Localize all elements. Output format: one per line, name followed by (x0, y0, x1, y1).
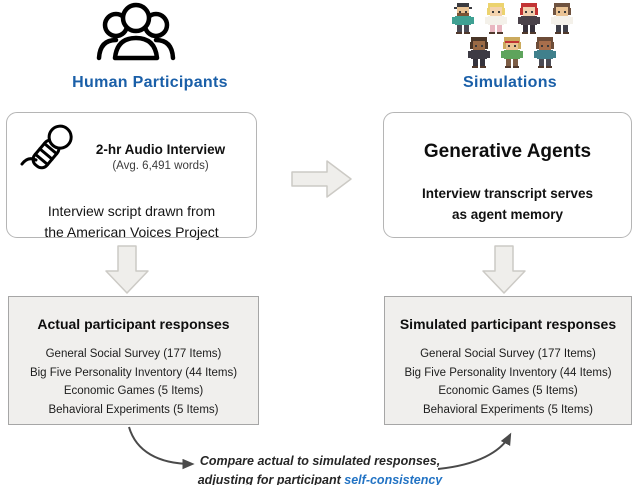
list-item: General Social Survey (177 Items) (420, 348, 596, 360)
interview-subtitle: (Avg. 6,491 words) (112, 159, 209, 172)
actual-responses-box: Actual participant responses General Soc… (8, 296, 259, 425)
list-item: General Social Survey (177 Items) (45, 348, 222, 360)
pixel-character-red-haired-woman (517, 3, 541, 34)
list-item: Behavioral Experiments (5 Items) (422, 403, 593, 416)
interview-title: 2-hr Audio Interview (95, 141, 226, 157)
down-block-arrow-right (481, 245, 527, 300)
actual-responses-title: Actual participant responses (37, 316, 230, 332)
sprite-row (467, 37, 557, 68)
simulated-responses-box: Simulated participant responses General … (384, 296, 632, 425)
pixel-character-sandy-haired-man (500, 37, 524, 68)
self-consistency-highlight: self-consistency (344, 472, 443, 485)
simulated-responses-title: Simulated participant responses (399, 316, 617, 332)
agents-title: Generative Agents (423, 141, 592, 162)
comparison-caption: Compare actual to simulated responses, a… (140, 452, 500, 485)
right-column-label: Simulations (463, 74, 557, 91)
caption-line1: Compare actual to simulated responses, (199, 454, 441, 468)
hand-microphone-icon (17, 123, 75, 190)
simulation-sprites (432, 3, 592, 68)
list-item: Big Five Personality Inventory (44 Items… (29, 366, 238, 379)
list-item: Economic Games (5 Items) (63, 385, 204, 397)
interview-body-line2: the American Voices Project (44, 224, 219, 240)
generative-agents-box: Generative Agents Interview transcript s… (383, 112, 632, 238)
list-item: Economic Games (5 Items) (438, 385, 578, 397)
pixel-character-dark-haired-man (467, 37, 491, 68)
list-item: Big Five Personality Inventory (44 Items… (404, 366, 612, 379)
interview-box: 2-hr Audio Interview (Avg. 6,491 words) … (6, 112, 257, 240)
interview-body-line1: Interview script drawn from (47, 203, 216, 219)
list-item: Behavioral Experiments (5 Items) (48, 403, 219, 416)
pixel-character-teal-shirt-person (533, 37, 557, 68)
pixel-character-man-hat-beard (451, 3, 475, 34)
right-block-arrow (291, 158, 353, 205)
left-column-label: Human Participants (72, 74, 228, 91)
agents-body-line1: Interview transcript serves (421, 186, 594, 201)
pixel-character-brown-haired-man (550, 3, 574, 34)
people-group-icon (96, 2, 176, 67)
sprite-row (451, 3, 574, 34)
caption-line2: adjusting for participant self-consisten… (197, 472, 443, 485)
down-block-arrow-left (104, 245, 150, 300)
pixel-character-blonde-woman (484, 3, 508, 34)
agents-body-line2: as agent memory (451, 206, 564, 222)
